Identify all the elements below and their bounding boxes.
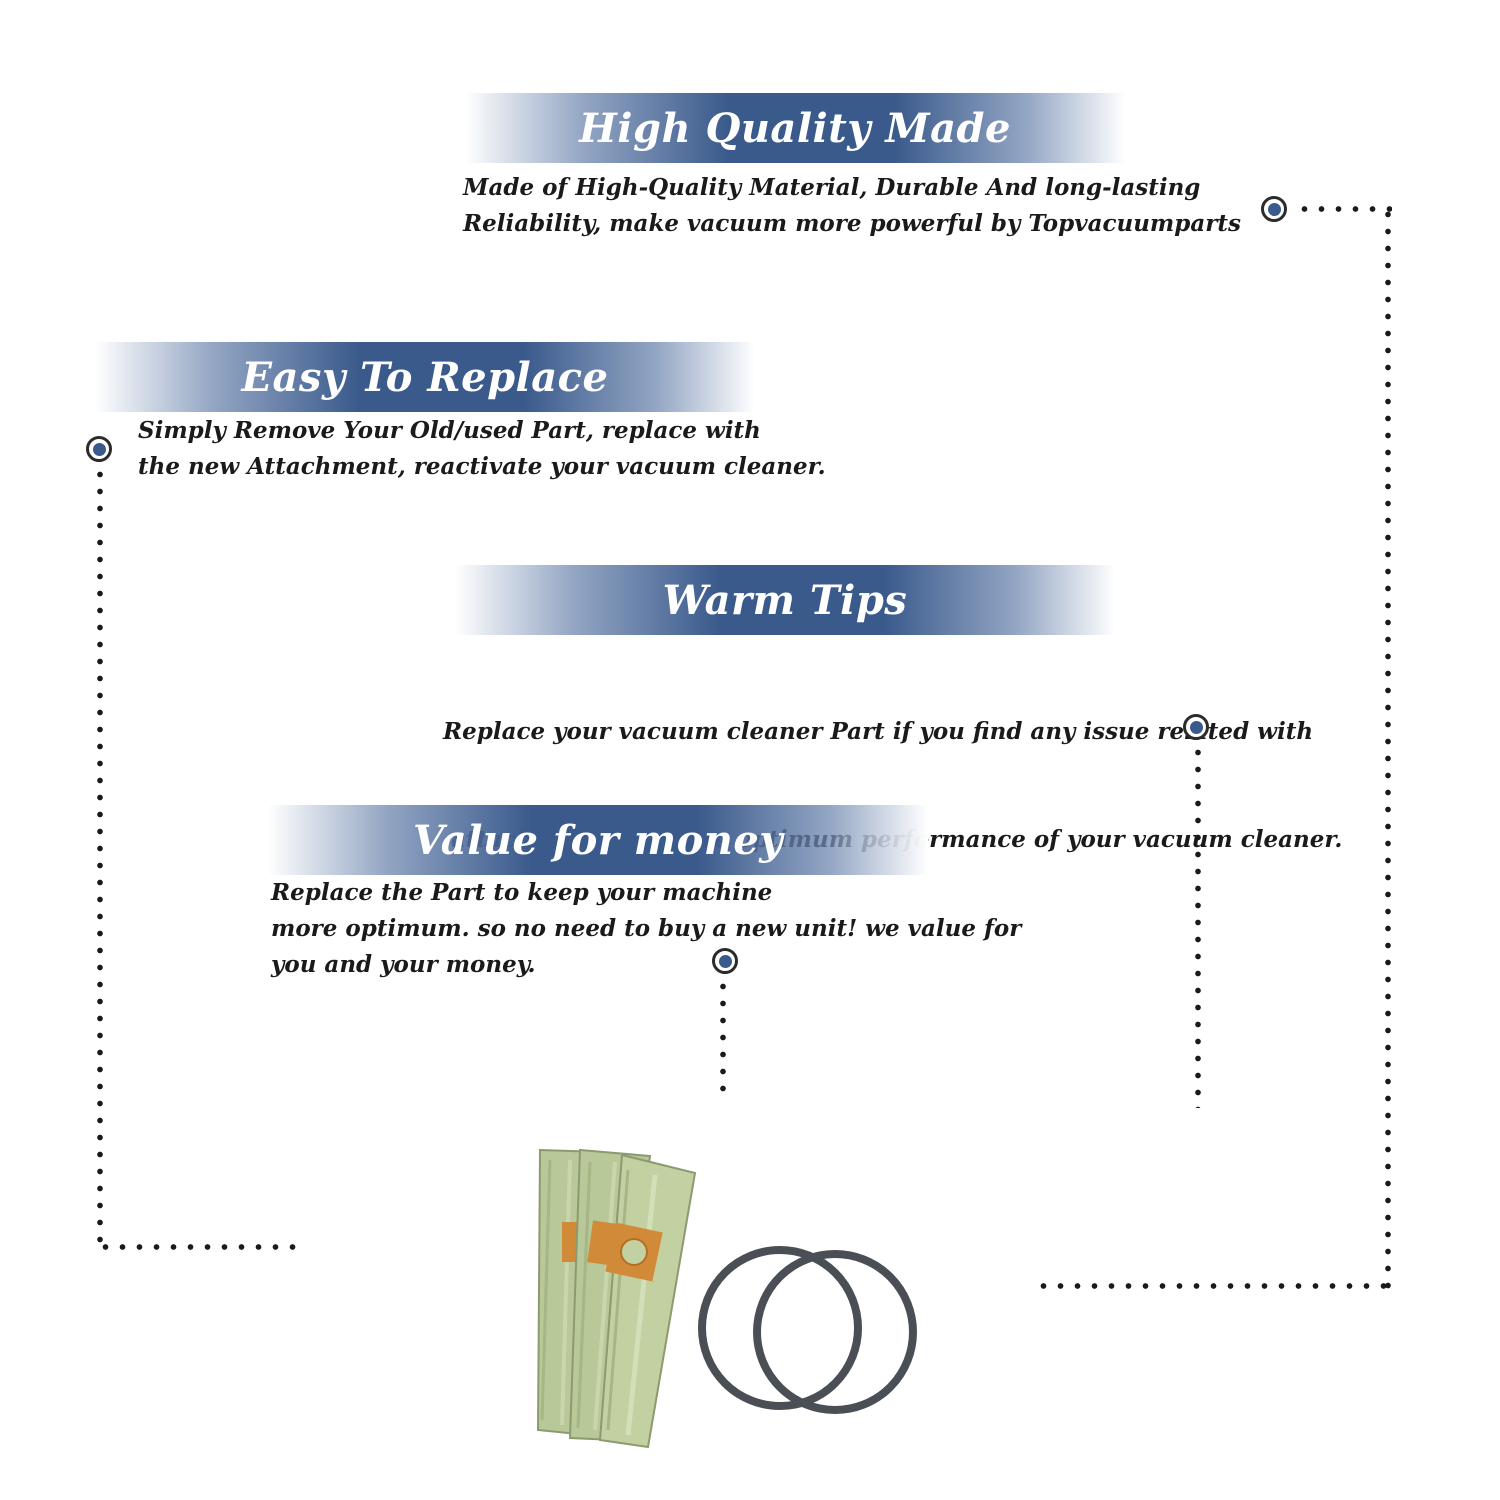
description-line: Made of High-Quality Material, Durable A… — [463, 174, 1201, 201]
section-title: Warm Tips — [662, 576, 908, 624]
description-line: the new Attachment, reactivate your vacu… — [138, 453, 826, 480]
target-dot-icon — [712, 948, 738, 974]
vacuum-bag — [598, 1153, 697, 1449]
banner-high-quality-made: High Quality Made — [465, 93, 1125, 163]
target-dot-icon — [1261, 196, 1287, 222]
description-line: more optimum. so no need to buy a new un… — [271, 915, 1022, 942]
vacuum-belt — [753, 1250, 917, 1414]
description-line: Replace the Part to keep your machine — [271, 879, 773, 906]
description-line: you and your money. — [271, 951, 536, 978]
connector-line — [97, 1244, 297, 1250]
banner-value-for-money: Value for money — [268, 805, 928, 875]
connector-line — [97, 466, 103, 1252]
connector-line — [1296, 206, 1392, 212]
connector-line — [1195, 744, 1201, 1108]
section-title: Easy To Replace — [241, 353, 609, 401]
connector-line — [1035, 1283, 1391, 1289]
connector-line — [720, 978, 726, 1092]
section-description-high-quality-made: Made of High-Quality Material, Durable A… — [463, 170, 1241, 242]
banner-warm-tips: Warm Tips — [455, 565, 1115, 635]
target-dot-icon — [86, 436, 112, 462]
description-line: Reliability, make vacuum more powerful b… — [463, 210, 1241, 237]
vacuum-bags-and-belts-image — [536, 1148, 917, 1449]
target-dot-icon — [1183, 714, 1209, 740]
section-description-value-for-money: Replace the Part to keep your machine mo… — [271, 875, 1021, 983]
connector-line — [1385, 206, 1391, 1292]
section-description-easy-to-replace: Simply Remove Your Old/used Part, replac… — [138, 413, 826, 485]
section-title: Value for money — [412, 816, 784, 864]
description-line: Replace your vacuum cleaner Part if you … — [443, 718, 1314, 745]
description-line: Simply Remove Your Old/used Part, replac… — [138, 417, 761, 444]
banner-easy-to-replace: Easy To Replace — [95, 342, 755, 412]
section-title: High Quality Made — [579, 104, 1011, 152]
vacuum-belt — [698, 1246, 862, 1410]
